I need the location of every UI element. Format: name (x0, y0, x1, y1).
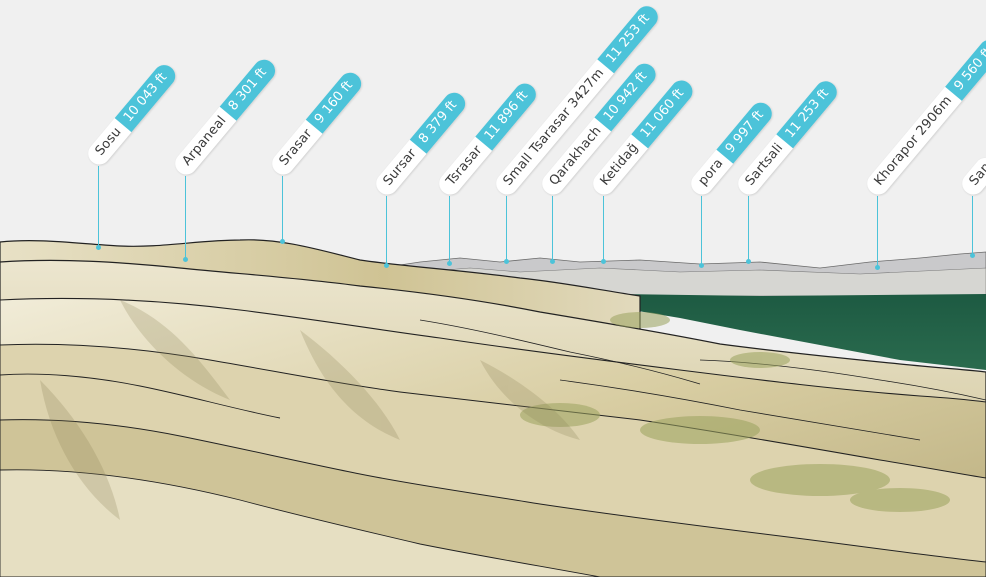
pin-line (701, 196, 702, 266)
pin-dot (746, 259, 751, 264)
pin-dot (447, 261, 452, 266)
pin-dot (699, 263, 704, 268)
pin-line (603, 196, 604, 262)
pin-line (98, 166, 99, 248)
pin-line (748, 196, 749, 262)
pin-line (506, 196, 507, 262)
pin-dot (96, 245, 101, 250)
pin-line (386, 196, 387, 266)
pin-line (282, 176, 283, 242)
pin-line (877, 196, 878, 268)
pin-dot (384, 263, 389, 268)
pin-line (552, 196, 553, 262)
pin-dot (504, 259, 509, 264)
pin-dot (550, 259, 555, 264)
vegetation-patches (520, 312, 950, 512)
foreground-hills (0, 239, 986, 577)
pin-line (972, 196, 973, 256)
pin-line (185, 176, 186, 260)
pin-dot (601, 259, 606, 264)
terrain-shading (40, 300, 580, 520)
pin-dot (280, 239, 285, 244)
pin-dot (875, 265, 880, 270)
pin-dot (183, 257, 188, 262)
pin-dot (970, 253, 975, 258)
pin-line (449, 196, 450, 264)
